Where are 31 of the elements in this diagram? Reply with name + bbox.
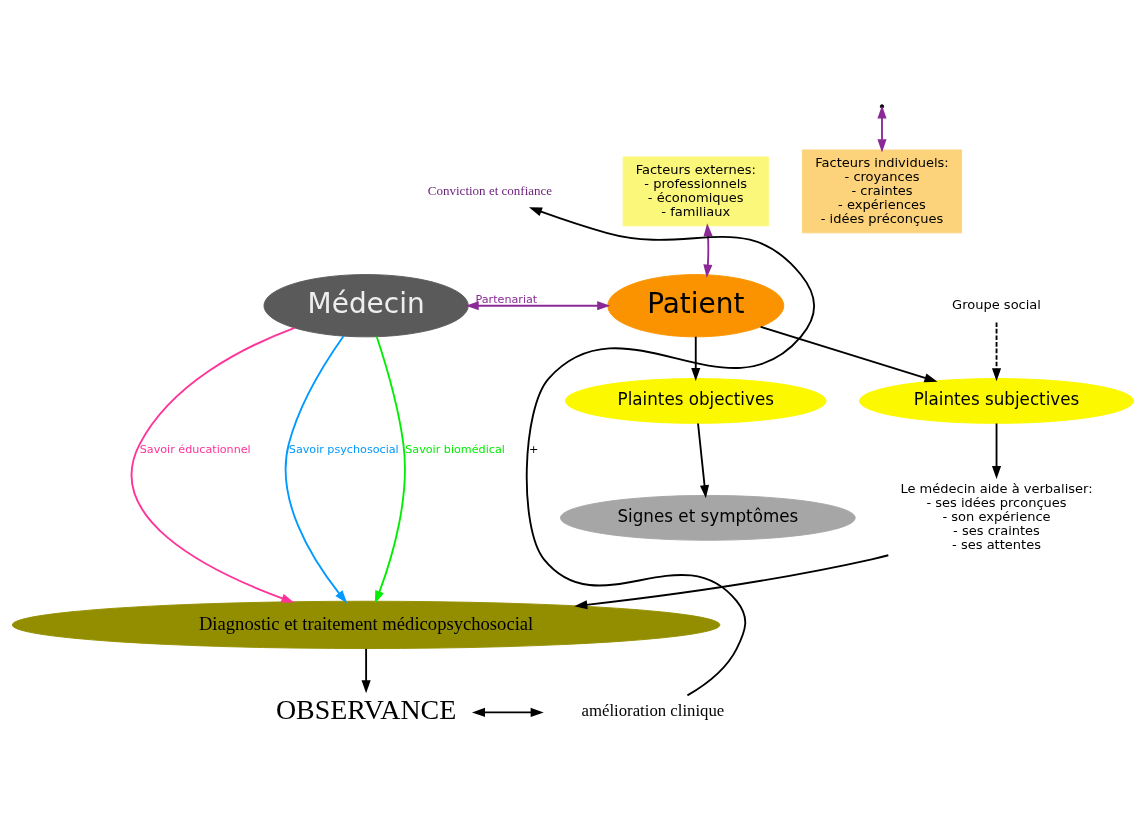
node-text: Le médecin aide à verbaliser: - ses idées prconçues - son expérience - ses craintes - ses attentes bbox=[900, 480, 1093, 552]
arrow bbox=[130, 326, 296, 603]
edge-label: Savoir psychosocial bbox=[288, 442, 399, 456]
node-text: Conviction et confiance bbox=[427, 182, 553, 198]
arrow bbox=[991, 321, 1002, 381]
edge-label: Savoir biomédical bbox=[405, 442, 505, 456]
arrow bbox=[361, 647, 371, 693]
arrow bbox=[991, 422, 1002, 479]
arrow bbox=[471, 707, 544, 717]
node-ellipse: Plaintes objectives bbox=[564, 377, 827, 424]
edge-label: Savoir éducationnel bbox=[139, 442, 251, 456]
edge-label: + bbox=[529, 442, 539, 456]
arrow bbox=[703, 222, 713, 278]
arrow bbox=[574, 553, 890, 609]
node-ellipse: Plaintes subjectives bbox=[859, 377, 1135, 424]
arrow bbox=[691, 335, 701, 381]
arrow bbox=[465, 300, 611, 310]
node-text: Groupe social bbox=[952, 296, 1041, 312]
node-text: OBSERVANCE bbox=[275, 693, 457, 725]
node-box: Facteurs individuels: - croyances - craintes - expériences - idées préconçues bbox=[801, 149, 963, 233]
arrow bbox=[525, 206, 816, 696]
node-box: Facteurs externes: - professionnels - économiques - familiaux bbox=[622, 156, 769, 226]
arrow bbox=[284, 334, 348, 603]
arrow bbox=[697, 422, 710, 498]
node-ellipse: Médecin bbox=[263, 273, 469, 337]
arrow bbox=[374, 335, 406, 604]
arrow bbox=[759, 325, 938, 382]
node-ellipse: Patient bbox=[607, 273, 785, 337]
node-text: amélioration clinique bbox=[581, 700, 725, 720]
edge-label: Partenariat bbox=[475, 292, 538, 306]
node-ellipse: Signes et symptômes bbox=[560, 494, 856, 541]
